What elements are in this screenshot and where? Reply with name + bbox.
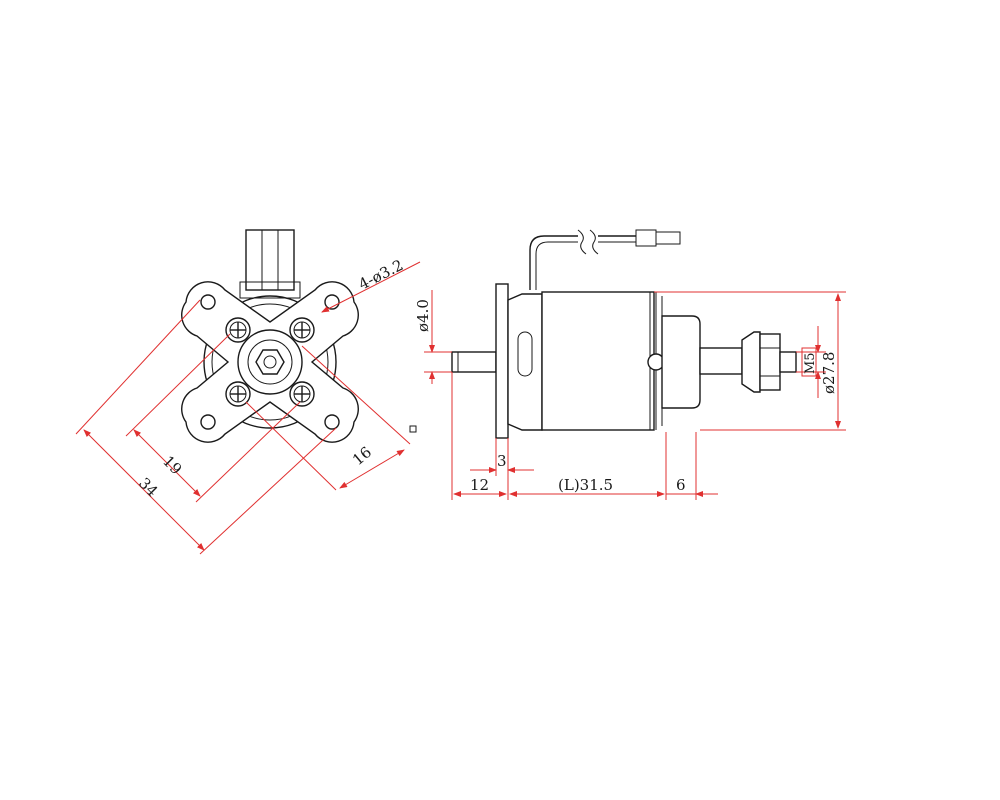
mount-body (507, 293, 543, 431)
can-outer-circle (203, 295, 337, 429)
side-view: ø4.0 ø27.8 M5 3 (414, 229, 846, 500)
mount-holes (200, 294, 340, 430)
dim-body-len-label: (L)31.5 (558, 476, 613, 494)
flange (495, 283, 509, 439)
dim-body-dia-label: ø27.8 (820, 352, 838, 394)
prop-nut (741, 331, 797, 393)
dim-shaft-dia-label: ø4.0 (414, 299, 432, 332)
dim-shaft-len: 12 (453, 476, 507, 497)
dim-shaft-len-label: 12 (470, 476, 489, 494)
dim-mount-holes-label: 4-ø3.2 (356, 256, 406, 294)
screws (225, 317, 315, 407)
dim-flange-label: 3 (497, 452, 507, 470)
shaft-left (451, 351, 497, 373)
can-inner-circle (211, 303, 329, 421)
dim-thread: M5 (796, 326, 826, 398)
front-view: 4-ø3.2 34 19 16 (75, 229, 421, 555)
prop-shaft (699, 347, 743, 375)
dim-adapter-len: 6 (666, 476, 718, 497)
dim-body-len: (L)31.5 (509, 476, 665, 497)
dim-shaft-dia: ø4.0 (414, 290, 452, 384)
dim-outer-label: 34 (135, 474, 161, 500)
dim-inner-label: 19 (159, 452, 185, 478)
reference-square (409, 425, 417, 433)
dim-flange: 3 (470, 452, 534, 473)
dim-thread-label: M5 (803, 352, 818, 374)
dim-bolt-label: 16 (349, 443, 375, 469)
side-wire (529, 229, 681, 290)
motor-can (541, 291, 655, 431)
hex-shaft (255, 349, 285, 375)
rear-housing (661, 315, 701, 409)
dim-adapter-len-label: 6 (676, 476, 686, 494)
wire-leads (239, 229, 301, 299)
dim-body-dia: ø27.8 (654, 291, 846, 431)
